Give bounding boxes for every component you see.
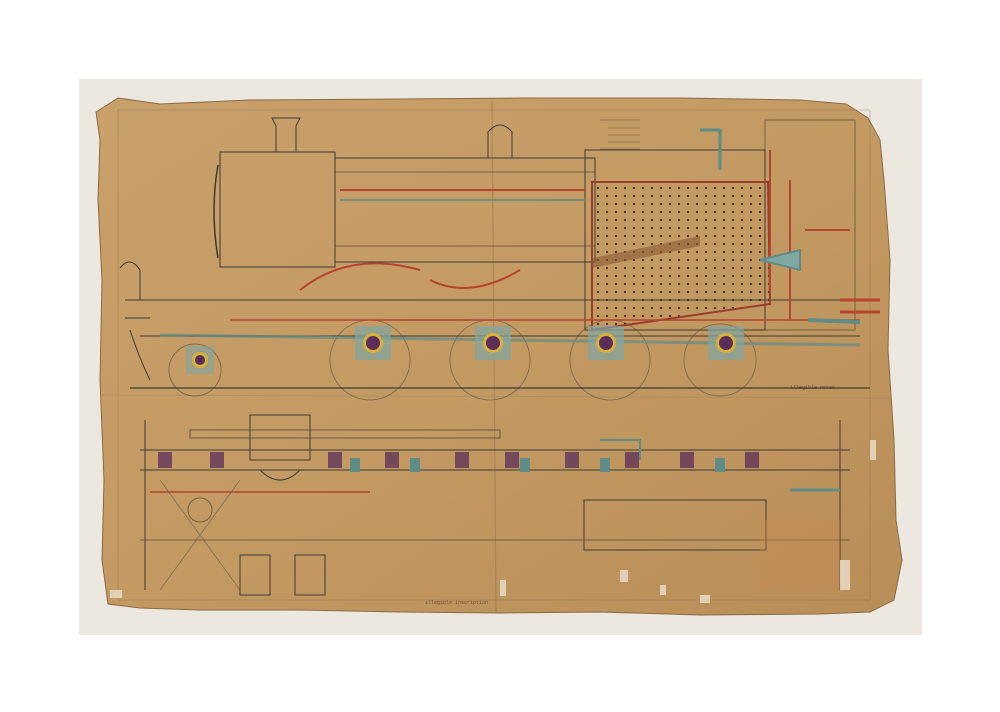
paper-damage bbox=[110, 440, 876, 603]
right-notes: illegible notes bbox=[790, 385, 836, 391]
axle-boxes bbox=[186, 326, 744, 374]
bottom-title: illegible inscription bbox=[425, 600, 489, 606]
firebox-stays bbox=[591, 181, 772, 332]
plan-bearings bbox=[158, 452, 759, 472]
title-block bbox=[600, 119, 640, 150]
